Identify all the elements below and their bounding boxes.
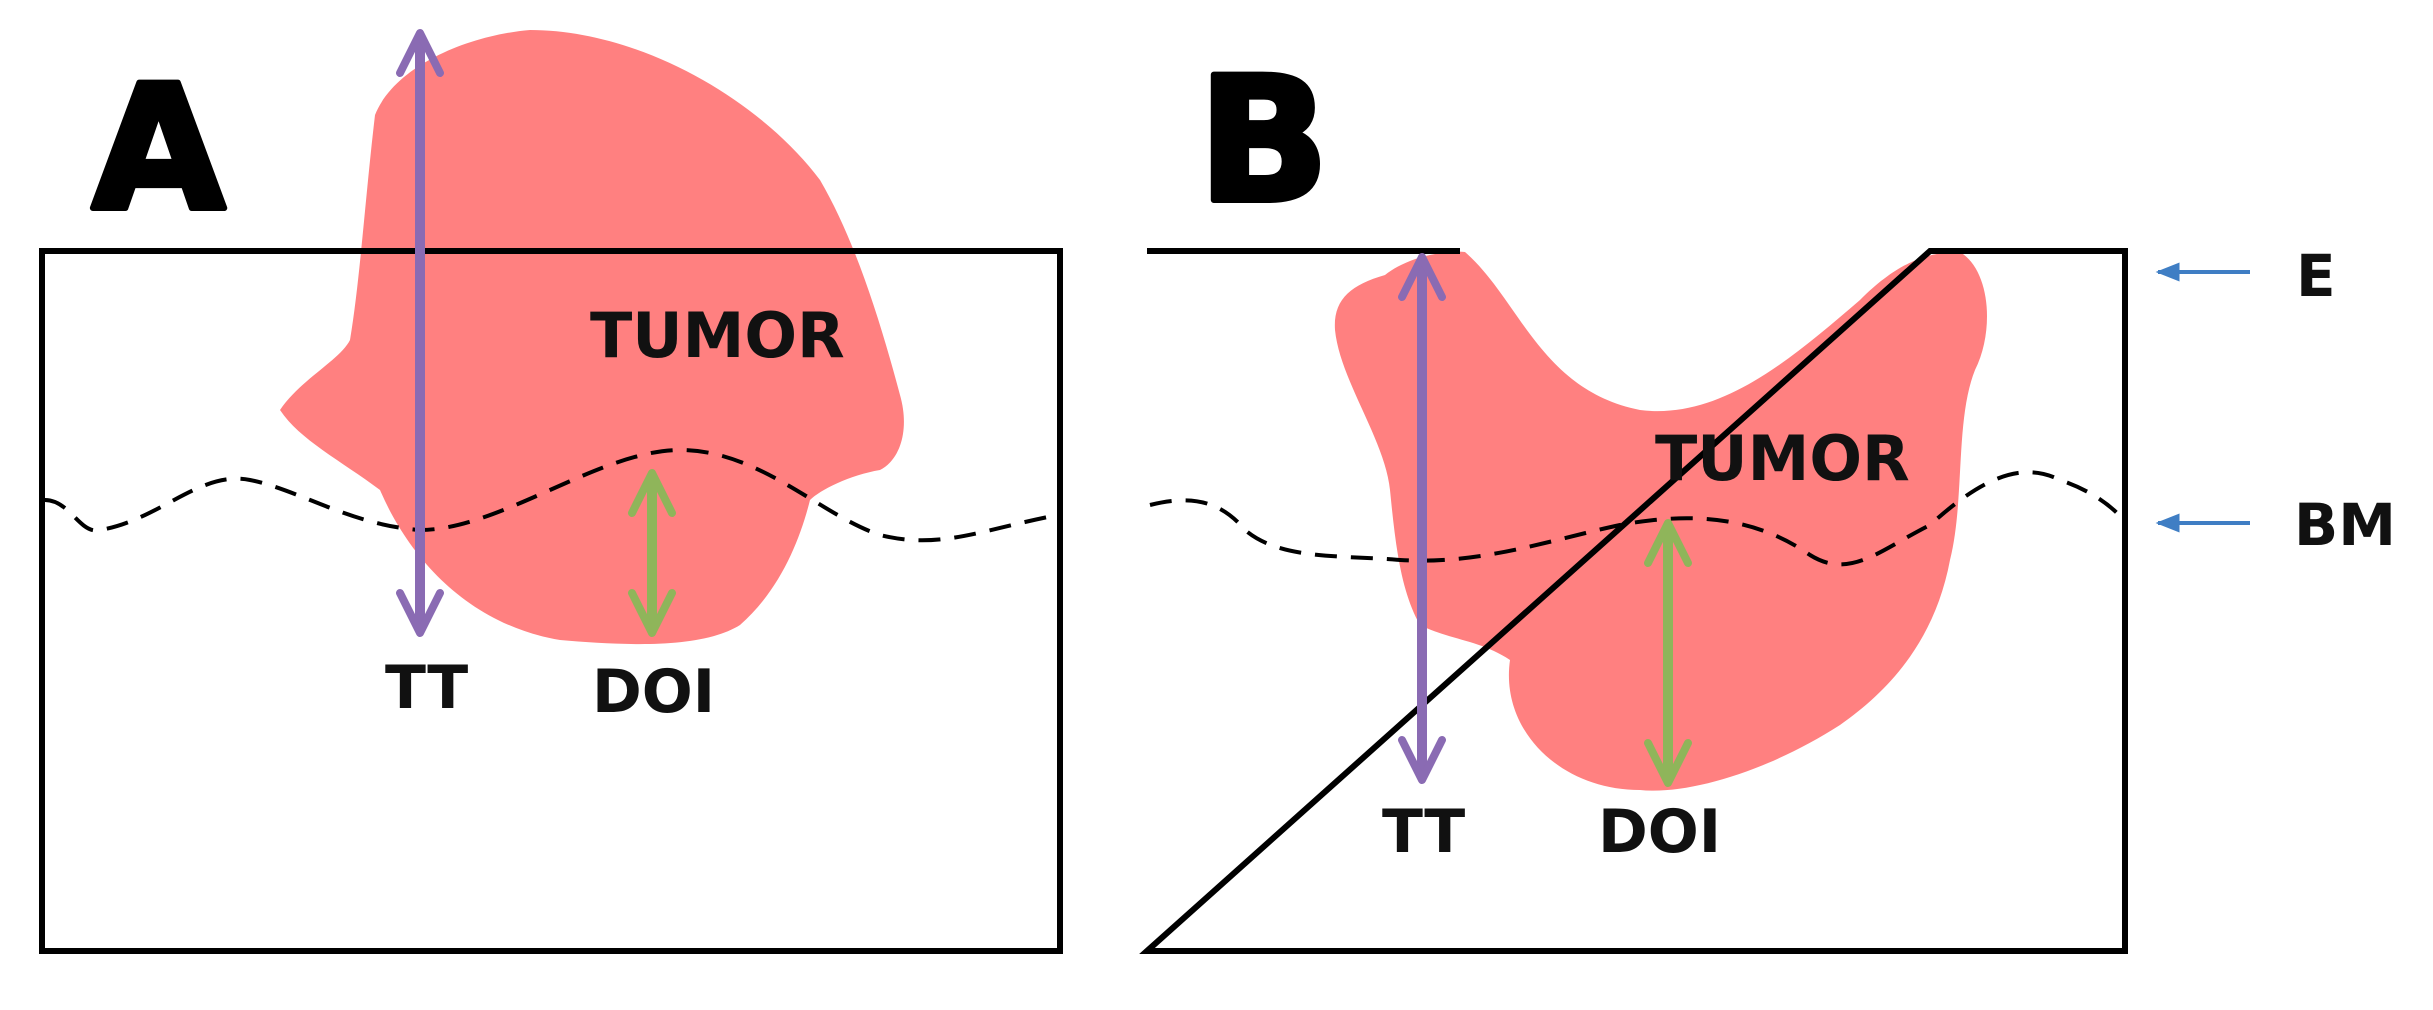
- panel-b: B TUMOR TT DOI: [1139, 37, 2128, 954]
- basement-membrane-label: BM: [2294, 491, 2396, 559]
- panel-a-doi-label: DOI: [592, 657, 715, 727]
- side-labels: E BM: [2155, 242, 2396, 559]
- epithelium-label: E: [2296, 242, 2336, 310]
- panel-b-tumor-label: TUMOR: [1655, 422, 1910, 495]
- panel-b-tt-label: TT: [1382, 797, 1465, 867]
- panel-a-tumor-label: TUMOR: [590, 299, 845, 372]
- panel-b-doi-label: DOI: [1598, 797, 1721, 867]
- panel-b-tumor: [1334, 251, 1987, 791]
- panel-b-letter: B: [1198, 40, 1329, 241]
- panel-a-tt-label: TT: [385, 653, 468, 723]
- panel-a-letter: A: [92, 48, 225, 249]
- panel-a-frame: [39, 248, 1063, 954]
- panel-b-basement-membrane-line: [1149, 470, 2124, 567]
- panel-a: A TUMOR TT DOI: [39, 28, 1063, 954]
